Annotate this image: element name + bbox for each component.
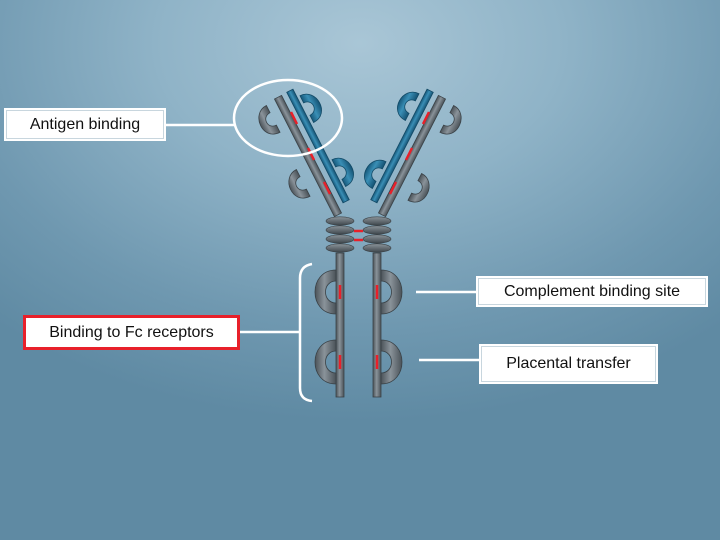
right-light-chain-rod bbox=[370, 88, 434, 204]
left-ch3-domain bbox=[314, 339, 337, 385]
placental-transfer-label: Placental transfer bbox=[479, 344, 658, 384]
right-ch3-domain bbox=[380, 339, 403, 385]
left-vl-domain bbox=[299, 93, 322, 123]
fc-receptors-label: Binding to Fc receptors bbox=[23, 315, 240, 350]
left-fab-disulfide-bond bbox=[289, 111, 299, 125]
left-fab-disulfide-bond bbox=[306, 147, 316, 161]
hinge-region bbox=[325, 216, 392, 253]
right-fc-heavy-chain-rod bbox=[372, 252, 382, 398]
left-fc-heavy-chain-rod bbox=[335, 252, 345, 398]
right-ch1-domain bbox=[407, 173, 430, 203]
right-fab-disulfide-bond bbox=[404, 147, 414, 161]
right-ch2-domain bbox=[380, 269, 403, 315]
fc-region bbox=[314, 252, 403, 398]
left-ch2-domain bbox=[314, 269, 337, 315]
left-light-chain-rod bbox=[286, 88, 350, 204]
right-fab-arm bbox=[364, 88, 462, 218]
fc-region-bracket bbox=[298, 262, 313, 403]
right-fab-disulfide-bond bbox=[421, 111, 431, 125]
right-vh-domain bbox=[439, 105, 462, 135]
complement-binding-site-label: Complement binding site bbox=[476, 276, 708, 307]
right-fab-disulfide-bond bbox=[388, 181, 398, 195]
antigen-binding-highlight-circle bbox=[232, 78, 344, 158]
antigen-binding-label: Antigen binding bbox=[4, 108, 166, 141]
left-vh-domain bbox=[258, 105, 281, 135]
left-cl-domain bbox=[331, 157, 354, 187]
right-vl-domain bbox=[397, 91, 420, 121]
left-fab-arm bbox=[258, 88, 354, 218]
left-fab-disulfide-bond bbox=[322, 181, 332, 195]
left-ch1-domain bbox=[288, 169, 311, 199]
right-cl-domain bbox=[364, 159, 387, 189]
